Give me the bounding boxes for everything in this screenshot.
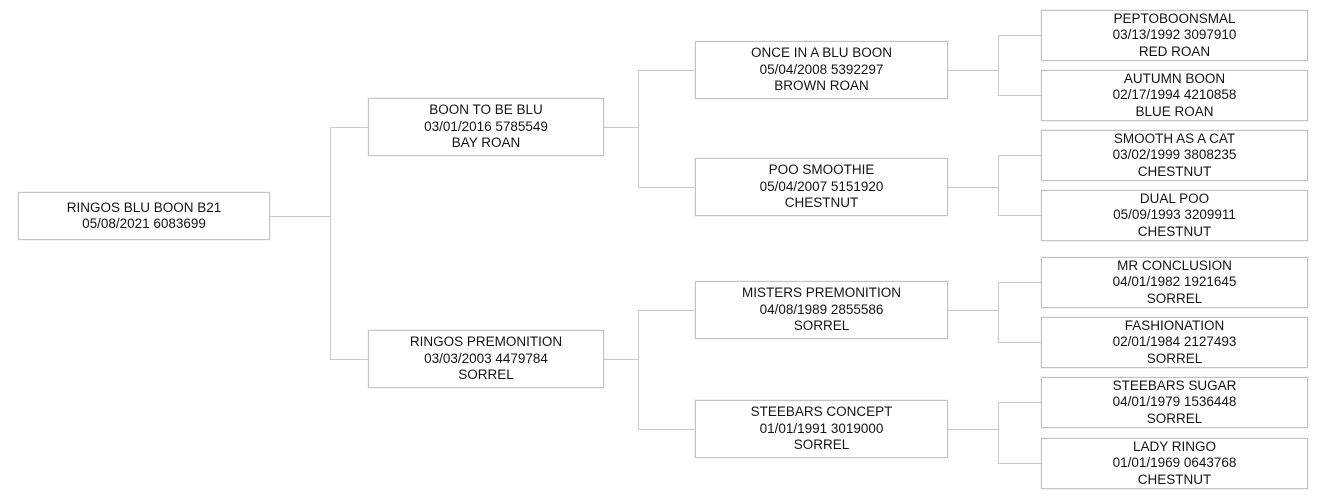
horse-name: SMOOTH AS A CAT [1113,130,1236,146]
connector-line [330,127,331,359]
horse-info: 03/01/2016 5785549 [424,118,548,134]
horse-name: MISTERS PREMONITION [741,285,901,301]
connector-line [998,95,1041,96]
horse-coat: SORREL [793,318,850,334]
connector-line [948,187,998,188]
connector-line [638,310,695,311]
horse-name: AUTUMN BOON [1123,70,1226,86]
node-sire-dam-sire: SMOOTH AS A CAT 03/02/1999 3808235 CHEST… [1041,130,1308,181]
horse-name: RINGOS BLU BOON B21 [66,199,222,215]
connector-line [638,310,639,430]
horse-info: 03/13/1992 3097910 [1112,27,1237,43]
horse-info: 04/08/1989 2855586 [759,301,884,317]
node-dam-dam-sire: STEEBARS SUGAR 04/01/1979 1536448 SORREL [1041,377,1308,428]
horse-coat: RED ROAN [1138,43,1211,59]
horse-info: 05/09/1993 3209911 [1113,207,1236,223]
horse-coat: BAY ROAN [451,135,521,151]
connector-line [948,310,998,311]
horse-info: 03/02/1999 3808235 [1112,147,1237,163]
horse-info: 05/04/2008 5392297 [759,61,884,77]
horse-name: STEEBARS CONCEPT [750,404,893,420]
horse-info: 05/04/2007 5151920 [759,178,884,194]
horse-name: PEPTOBOONSMAL [1113,10,1236,26]
connector-line [998,463,1041,464]
node-dam-sire-sire: MR CONCLUSION 04/01/1982 1921645 SORREL [1041,257,1308,308]
horse-coat: CHESTNUT [1137,163,1212,179]
node-sire-sire-sire: PEPTOBOONSMAL 03/13/1992 3097910 RED ROA… [1041,10,1308,61]
horse-name: RINGOS PREMONITION [409,334,563,350]
horse-name: POO SMOOTHIE [768,162,875,178]
node-dam-sire-dam: FASHIONATION 02/01/1984 2127493 SORREL [1041,317,1308,368]
node-dam-sire: MISTERS PREMONITION 04/08/1989 2855586 S… [695,281,948,339]
horse-info: 02/17/1994 4210858 [1112,87,1237,103]
horse-coat: SORREL [1146,290,1203,306]
node-dam-dam-dam: LADY RINGO 01/01/1969 0643768 CHESTNUT [1041,438,1308,489]
connector-line [948,429,998,430]
horse-coat: CHESTNUT [784,195,859,211]
connector-line [638,187,695,188]
connector-line [998,342,1041,343]
horse-coat: BROWN ROAN [774,78,869,94]
node-sire-sire-dam: AUTUMN BOON 02/17/1994 4210858 BLUE ROAN [1041,70,1308,121]
horse-info: 01/01/1991 3019000 [759,420,884,436]
connector-line [270,216,330,217]
connector-line [638,429,695,430]
connector-line [998,155,1041,156]
horse-name: ONCE IN A BLU BOON [750,45,893,61]
connector-line [638,70,639,188]
connector-line [998,215,1041,216]
node-dam: RINGOS PREMONITION 03/03/2003 4479784 SO… [368,330,604,388]
horse-name: DUAL POO [1139,190,1210,206]
connector-line [998,155,999,216]
connector-line [998,402,999,464]
horse-info: 05/08/2021 6083699 [82,216,206,231]
horse-info: 04/01/1982 1921645 [1112,274,1237,290]
connector-line [330,359,368,360]
horse-name: LADY RINGO [1132,438,1217,454]
horse-name: FASHIONATION [1124,317,1225,333]
horse-coat: CHESTNUT [1137,223,1212,239]
horse-coat: BLUE ROAN [1135,103,1214,119]
horse-name: BOON TO BE BLU [429,102,543,118]
connector-line [604,127,638,128]
connector-line [998,282,1041,283]
connector-line [998,35,1041,36]
horse-name: STEEBARS SUGAR [1112,377,1237,393]
horse-info: 02/01/1984 2127493 [1112,334,1237,350]
connector-line [604,359,638,360]
horse-coat: SORREL [793,437,850,453]
connector-line [638,70,695,71]
node-sire-sire: ONCE IN A BLU BOON 05/04/2008 5392297 BR… [695,41,948,99]
node-sire: BOON TO BE BLU 03/01/2016 5785549 BAY RO… [368,98,604,156]
horse-coat: SORREL [458,367,514,383]
connector-line [998,282,999,343]
connector-line [948,70,998,71]
horse-coat: SORREL [1146,350,1203,366]
horse-info: 01/01/1969 0643768 [1112,455,1237,471]
connector-line [330,127,368,128]
connector-line [998,35,999,96]
node-sire-dam: POO SMOOTHIE 05/04/2007 5151920 CHESTNUT [695,158,948,216]
horse-coat: CHESTNUT [1137,471,1212,487]
node-subject: RINGOS BLU BOON B21 05/08/2021 6083699 [18,192,270,240]
horse-info: 04/01/1979 1536448 [1112,394,1237,410]
horse-coat: SORREL [1146,410,1203,426]
node-sire-dam-dam: DUAL POO 05/09/1993 3209911 CHESTNUT [1041,190,1308,241]
horse-info: 03/03/2003 4479784 [424,350,548,366]
horse-name: MR CONCLUSION [1117,257,1232,273]
node-dam-dam: STEEBARS CONCEPT 01/01/1991 3019000 SORR… [695,400,948,458]
connector-line [998,402,1041,403]
